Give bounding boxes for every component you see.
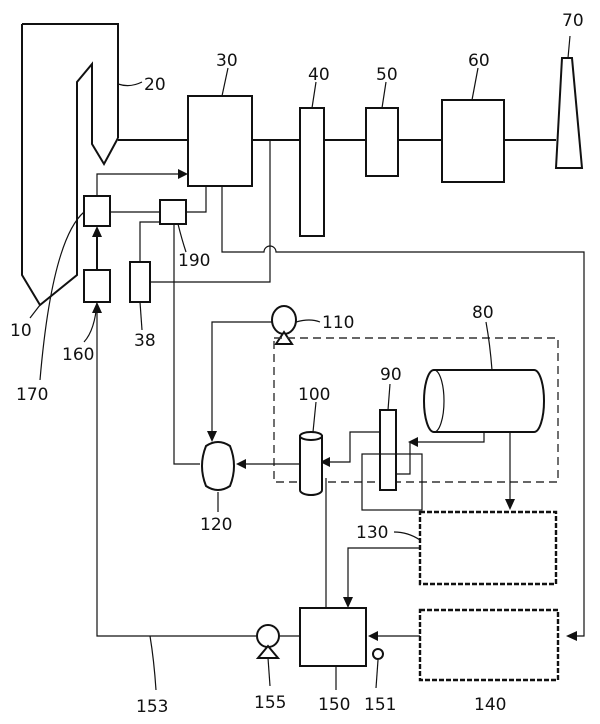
unit-30 <box>188 96 252 186</box>
unit-100-top <box>300 432 322 440</box>
line-130-150 <box>348 548 420 598</box>
unit-140 <box>420 610 558 680</box>
arrow-to-160 <box>92 302 102 313</box>
pump-110 <box>272 306 296 334</box>
label-160: 160 <box>62 345 94 365</box>
label-155: 155 <box>254 693 286 713</box>
arrow-to-30 <box>178 169 188 179</box>
label-190: 190 <box>178 251 210 271</box>
label-110: 110 <box>322 313 354 333</box>
arrow-to-170 <box>92 226 102 237</box>
label-151: 151 <box>364 695 396 715</box>
label-130: 130 <box>356 523 388 543</box>
leader-190 <box>178 224 186 252</box>
leader-20 <box>118 82 142 86</box>
arrow-to-120 <box>207 431 217 442</box>
label-50: 50 <box>376 65 398 85</box>
label-30: 30 <box>216 51 238 71</box>
leader-110 <box>296 320 320 322</box>
label-80: 80 <box>472 303 494 323</box>
leader-100 <box>313 402 316 432</box>
leader-80 <box>486 322 492 370</box>
unit-160 <box>84 270 110 302</box>
line-190-30 <box>186 186 206 212</box>
leader-40 <box>312 82 316 108</box>
unit-38 <box>130 262 150 302</box>
pump-155 <box>257 625 279 647</box>
leader-38 <box>140 302 142 330</box>
label-153: 153 <box>136 697 168 717</box>
label-170: 170 <box>16 385 48 405</box>
unit-40 <box>300 108 324 236</box>
label-150: 150 <box>318 695 350 715</box>
line-170-to-30 <box>97 174 180 196</box>
arrow-to-130 <box>505 499 515 510</box>
leader-70 <box>568 36 570 58</box>
line-80-90 <box>416 432 484 442</box>
pump-155-base <box>258 646 278 658</box>
unit-100 <box>300 436 322 495</box>
unit-60 <box>442 100 504 182</box>
valve-151 <box>373 649 383 659</box>
label-70: 70 <box>562 11 584 31</box>
label-90: 90 <box>380 365 402 385</box>
arrow-to-140 <box>566 631 577 641</box>
line-110-120 <box>212 322 272 432</box>
leader-155 <box>268 658 270 686</box>
label-10: 10 <box>10 321 32 341</box>
stack-70 <box>556 58 582 168</box>
label-100: 100 <box>298 385 330 405</box>
arrow-into-120 <box>236 459 246 469</box>
line-90-100 <box>328 432 380 462</box>
leader-30 <box>222 68 228 96</box>
boiler-10 <box>22 24 118 305</box>
leader-130 <box>394 532 420 540</box>
arrow-to-150 <box>343 597 353 608</box>
unit-190 <box>160 200 186 224</box>
label-120: 120 <box>200 515 232 535</box>
line-38-190 <box>140 222 160 262</box>
line-90-inner <box>396 442 410 474</box>
tank-80 <box>424 370 544 432</box>
leader-153 <box>150 636 156 690</box>
unit-150 <box>300 608 366 666</box>
leader-10 <box>30 305 40 318</box>
leader-60 <box>472 68 478 100</box>
leader-90 <box>388 384 390 410</box>
label-40: 40 <box>308 65 330 85</box>
label-20: 20 <box>144 75 166 95</box>
arrow-into-150 <box>368 631 378 641</box>
unit-130 <box>420 512 556 584</box>
unit-120 <box>202 442 234 490</box>
label-38: 38 <box>134 331 156 351</box>
unit-170 <box>84 196 110 226</box>
unit-50 <box>366 108 398 176</box>
unit-90 <box>380 410 396 490</box>
label-140: 140 <box>474 695 506 715</box>
leader-50 <box>382 82 386 108</box>
leader-151 <box>376 660 378 688</box>
label-60: 60 <box>468 51 490 71</box>
